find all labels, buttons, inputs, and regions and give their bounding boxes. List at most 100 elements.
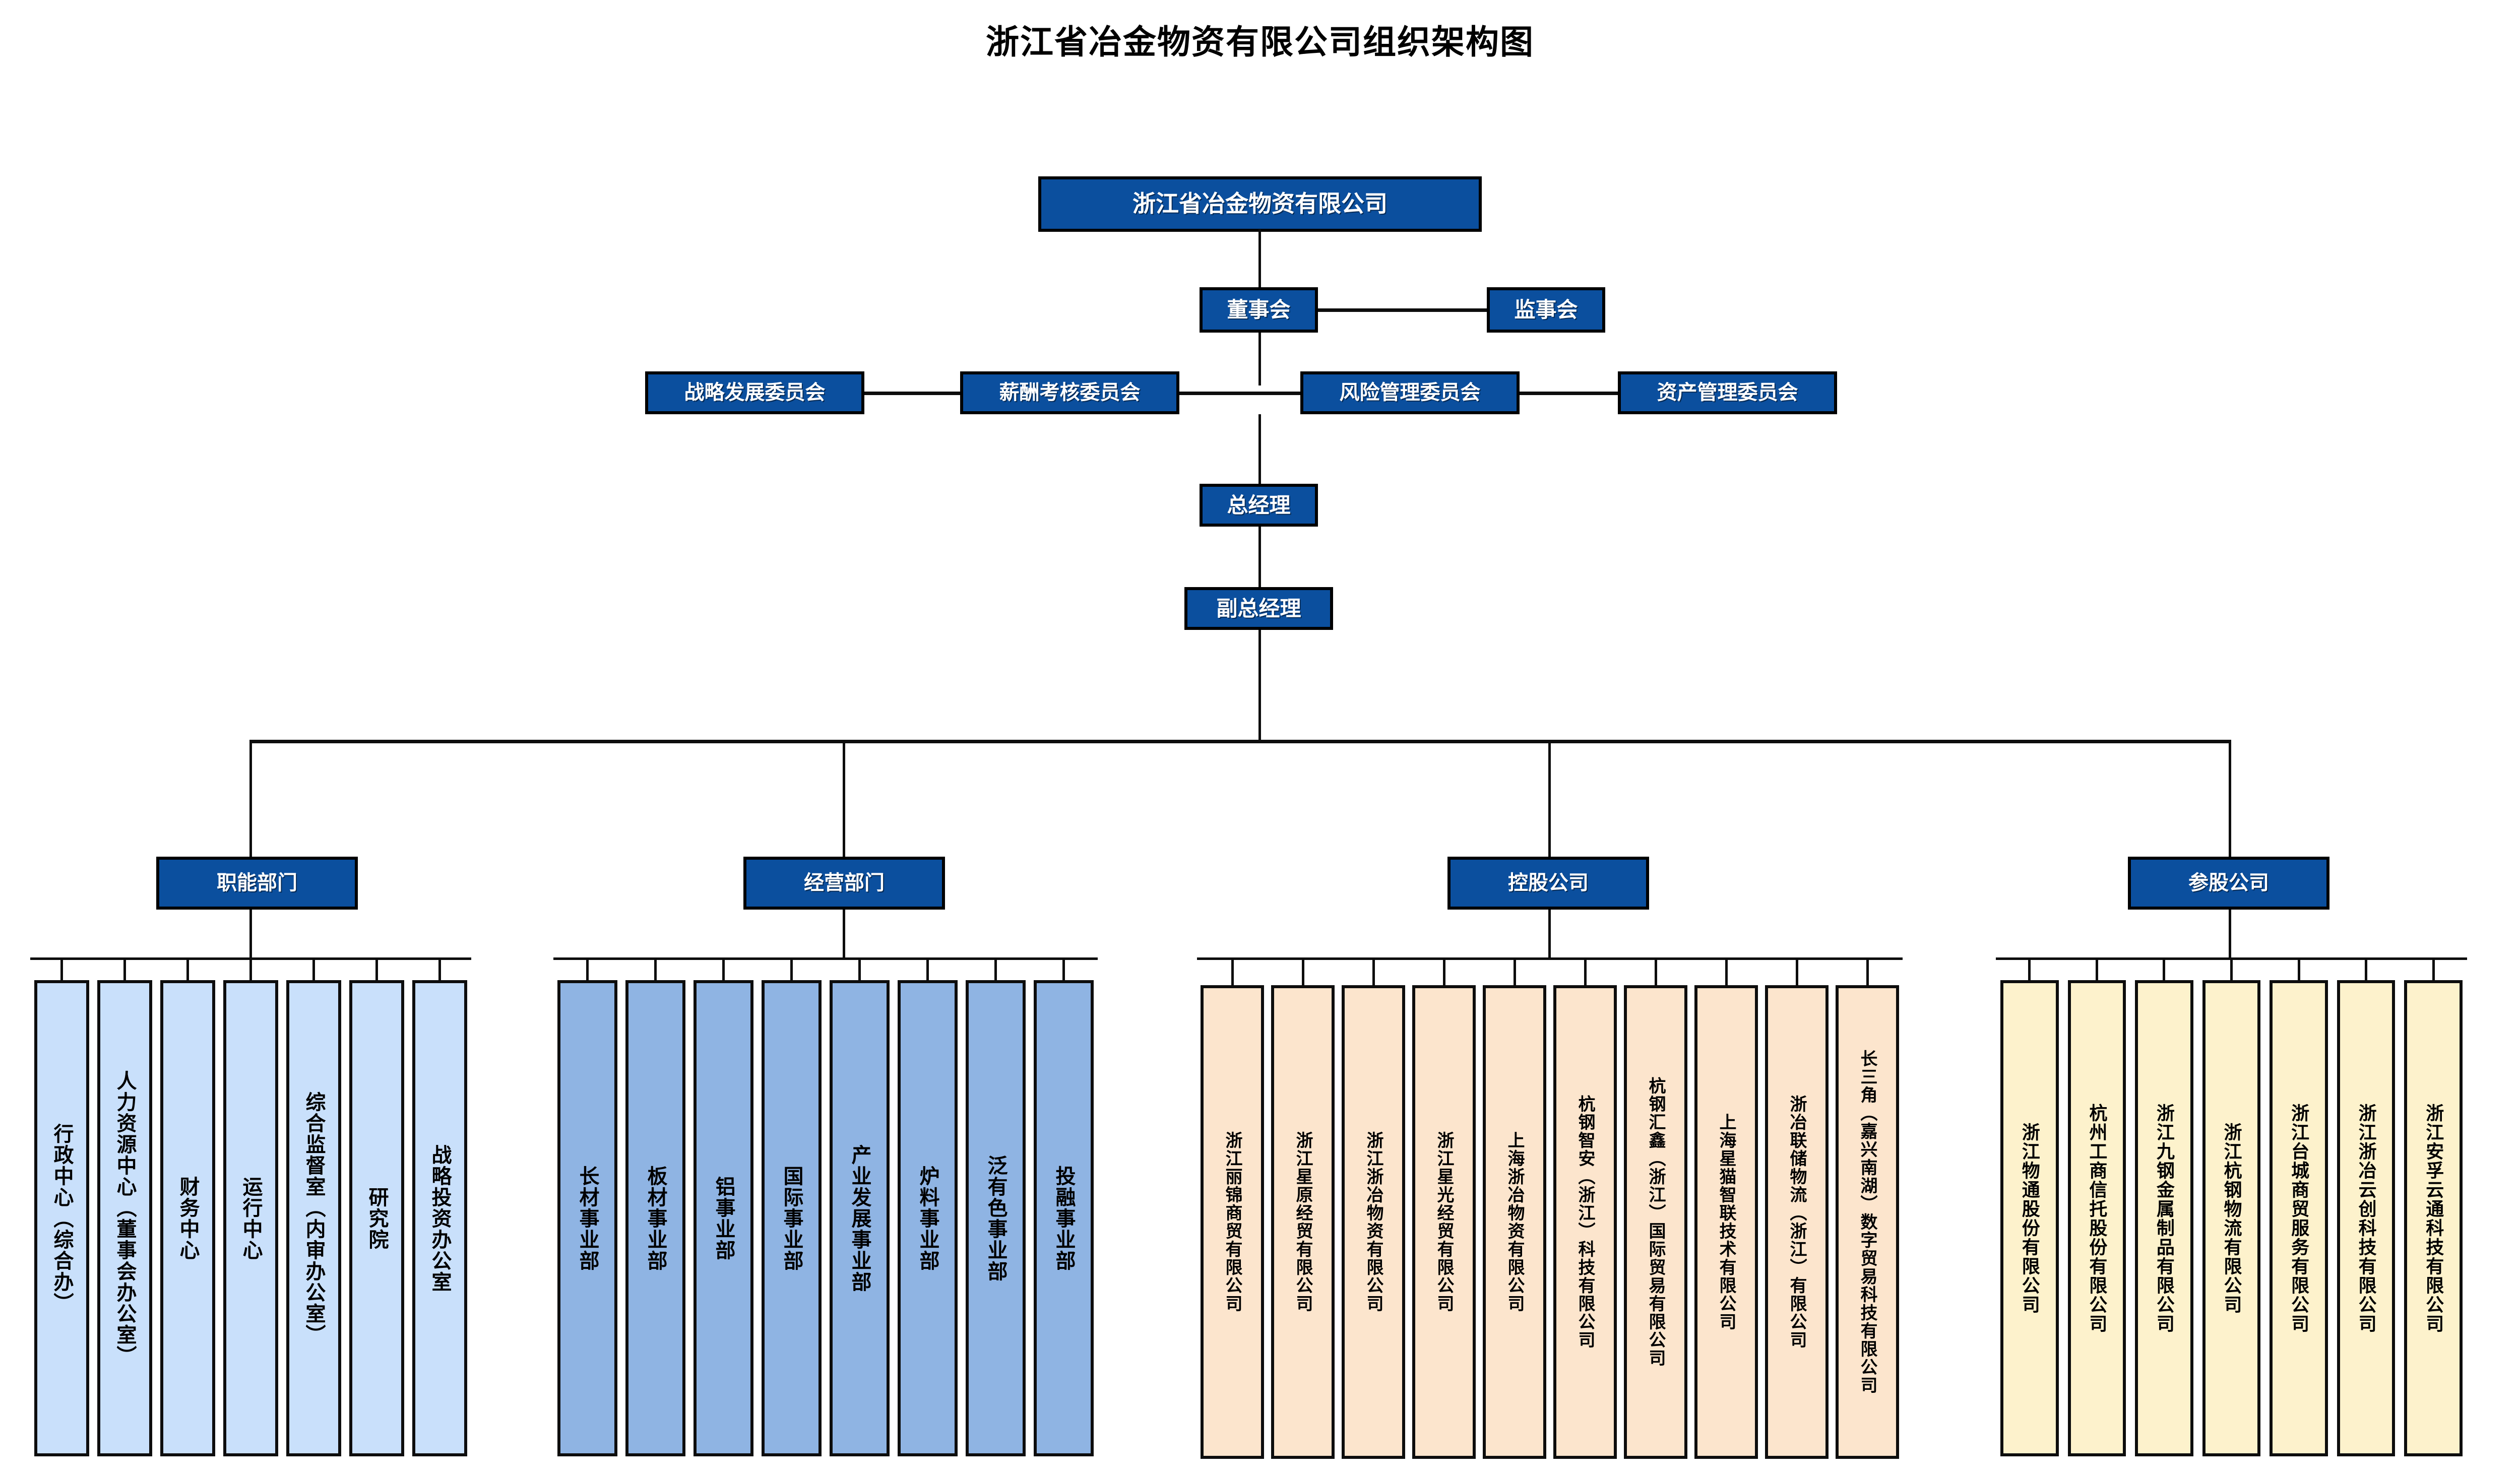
connector-main-bus <box>249 740 2230 743</box>
connector-participating-1 <box>2095 957 2098 980</box>
leaf-business-6-label: 泛有色事业部 <box>984 1154 1007 1282</box>
leaf-holding-7-label: 上海星猫智联技术有限公司 <box>1717 1113 1736 1331</box>
node-general-manager[interactable]: 总经理 <box>1200 484 1318 527</box>
leaf-participating-5[interactable]: 浙江浙冶云创科技有限公司 <box>2337 980 2396 1456</box>
leaf-holding-2[interactable]: 浙江浙冶物资有限公司 <box>1342 985 1405 1459</box>
leaf-holding-8-label: 浙冶联储物流（浙江）有限公司 <box>1787 1095 1806 1349</box>
leaf-functional-0[interactable]: 行政中心（综合办） <box>34 980 89 1456</box>
leaf-holding-0-label: 浙江丽锦商贸有限公司 <box>1223 1131 1242 1313</box>
leaf-participating-2-label: 浙江九钢金属制品有限公司 <box>2154 1103 2175 1333</box>
leaf-holding-3[interactable]: 浙江星光经贸有限公司 <box>1412 985 1476 1459</box>
node-general-manager-label: 总经理 <box>1227 493 1291 517</box>
leaf-participating-6[interactable]: 浙江安孚云通科技有限公司 <box>2404 980 2463 1456</box>
leaf-holding-1-label: 浙江星原经贸有限公司 <box>1293 1131 1312 1313</box>
leaf-participating-3[interactable]: 浙江杭钢物流有限公司 <box>2202 980 2261 1456</box>
connector-group-3-bus <box>2229 910 2231 960</box>
leaf-participating-6-label: 浙江安孚云通科技有限公司 <box>2423 1103 2444 1333</box>
leaf-business-7-label: 投融事业部 <box>1052 1165 1075 1271</box>
leaf-business-2-label: 铝事业部 <box>712 1176 735 1261</box>
bus-holding <box>1197 957 1903 960</box>
leaf-participating-0-label: 浙江物通股份有限公司 <box>2019 1122 2040 1314</box>
connector-board-supervisory <box>1318 308 1487 312</box>
connector-group-1-bus <box>843 910 845 960</box>
leaf-business-1[interactable]: 板材事业部 <box>625 980 685 1456</box>
group-header-participating[interactable]: 参股公司 <box>2128 857 2329 910</box>
leaf-functional-0-label: 行政中心（综合办） <box>50 1123 73 1314</box>
leaf-holding-9[interactable]: 长三角（嘉兴南湖）数字贸易科技有限公司 <box>1836 985 1899 1459</box>
leaf-functional-4[interactable]: 综合监督室（内审办公室） <box>286 980 341 1456</box>
leaf-holding-8[interactable]: 浙冶联储物流（浙江）有限公司 <box>1765 985 1829 1459</box>
group-header-holding[interactable]: 控股公司 <box>1447 857 1649 910</box>
connector-participating-5 <box>2365 957 2368 980</box>
connector-functional-0 <box>60 957 63 980</box>
node-board[interactable]: 董事会 <box>1200 287 1318 333</box>
leaf-holding-5[interactable]: 杭钢智安（浙江）科技有限公司 <box>1553 985 1617 1459</box>
node-company[interactable]: 浙江省冶金物资有限公司 <box>1038 176 1482 232</box>
leaf-functional-2-label: 财务中心 <box>176 1176 199 1261</box>
group-header-participating-label: 参股公司 <box>2188 872 2269 894</box>
leaf-participating-2[interactable]: 浙江九钢金属制品有限公司 <box>2135 980 2193 1456</box>
node-committee-2[interactable]: 风险管理委员会 <box>1300 371 1520 414</box>
leaf-business-2[interactable]: 铝事业部 <box>694 980 753 1456</box>
leaf-functional-4-label: 综合监督室（内审办公室） <box>302 1091 325 1345</box>
leaf-holding-0[interactable]: 浙江丽锦商贸有限公司 <box>1201 985 1264 1459</box>
node-committee-1[interactable]: 薪酬考核委员会 <box>960 371 1179 414</box>
connector-business-4 <box>858 957 861 980</box>
node-committee-0[interactable]: 战略发展委员会 <box>645 371 864 414</box>
leaf-functional-6-label: 战略投资办公室 <box>428 1144 451 1293</box>
connector-business-3 <box>790 957 793 980</box>
leaf-holding-2-label: 浙江浙冶物资有限公司 <box>1364 1131 1383 1313</box>
node-supervisory-board[interactable]: 监事会 <box>1487 287 1605 333</box>
leaf-business-5[interactable]: 炉料事业部 <box>898 980 958 1456</box>
connector-dgm-bus <box>1258 630 1261 742</box>
connector-holding-6 <box>1654 957 1657 985</box>
leaf-holding-6[interactable]: 杭钢汇鑫（浙江）国际贸易有限公司 <box>1624 985 1687 1459</box>
connector-bus-group-3 <box>2229 740 2231 857</box>
leaf-functional-2[interactable]: 财务中心 <box>160 980 215 1456</box>
leaf-functional-1[interactable]: 人力资源中心（董事会办公室） <box>97 980 152 1456</box>
node-committee-3[interactable]: 资产管理委员会 <box>1618 371 1837 414</box>
leaf-functional-5-label: 研究院 <box>365 1186 388 1250</box>
leaf-holding-3-label: 浙江星光经贸有限公司 <box>1434 1131 1454 1313</box>
leaf-participating-3-label: 浙江杭钢物流有限公司 <box>2221 1122 2242 1314</box>
group-header-business[interactable]: 经营部门 <box>743 857 945 910</box>
leaf-business-1-label: 板材事业部 <box>644 1165 667 1271</box>
leaf-business-0-label: 长材事业部 <box>576 1165 599 1271</box>
node-company-label: 浙江省冶金物资有限公司 <box>1132 190 1388 217</box>
node-supervisory-board-label: 监事会 <box>1514 298 1578 322</box>
leaf-business-0[interactable]: 长材事业部 <box>557 980 617 1456</box>
leaf-holding-5-label: 杭钢智安（浙江）科技有限公司 <box>1576 1095 1595 1349</box>
leaf-holding-9-label: 长三角（嘉兴南湖）数字贸易科技有限公司 <box>1858 1050 1877 1394</box>
leaf-business-4-label: 产业发展事业部 <box>848 1144 871 1293</box>
bus-business <box>553 957 1098 960</box>
node-committee-1-label: 薪酬考核委员会 <box>999 381 1141 404</box>
group-header-functional[interactable]: 职能部门 <box>156 857 358 910</box>
leaf-participating-1[interactable]: 杭州工商信托股份有限公司 <box>2067 980 2126 1456</box>
connector-committee-1-2 <box>1179 392 1300 395</box>
leaf-business-7[interactable]: 投融事业部 <box>1034 980 1094 1456</box>
connector-group-2-bus <box>1548 910 1551 960</box>
leaf-participating-4[interactable]: 浙江台城商贸服务有限公司 <box>2270 980 2328 1456</box>
leaf-holding-4[interactable]: 上海浙冶物资有限公司 <box>1483 985 1546 1459</box>
leaf-business-4[interactable]: 产业发展事业部 <box>830 980 890 1456</box>
connector-holding-9 <box>1866 957 1869 985</box>
leaf-functional-5[interactable]: 研究院 <box>349 980 404 1456</box>
leaf-holding-1[interactable]: 浙江星原经贸有限公司 <box>1271 985 1335 1459</box>
leaf-business-6[interactable]: 泛有色事业部 <box>966 980 1026 1456</box>
node-deputy-general-manager[interactable]: 副总经理 <box>1184 587 1333 630</box>
page-title: 浙江省冶金物资有限公司组织架构图 <box>986 23 1534 60</box>
connector-participating-0 <box>2028 957 2031 980</box>
connector-business-2 <box>722 957 725 980</box>
connector-holding-7 <box>1725 957 1728 985</box>
connector-board-committees <box>1258 333 1261 386</box>
connector-functional-2 <box>186 957 189 980</box>
leaf-functional-3[interactable]: 运行中心 <box>223 980 278 1456</box>
leaf-participating-0[interactable]: 浙江物通股份有限公司 <box>2000 980 2059 1456</box>
leaf-participating-1-label: 杭州工商信托股份有限公司 <box>2087 1103 2108 1333</box>
leaf-holding-7[interactable]: 上海星猫智联技术有限公司 <box>1694 985 1758 1459</box>
leaf-business-3[interactable]: 国际事业部 <box>762 980 822 1456</box>
connector-functional-1 <box>123 957 126 980</box>
connector-business-0 <box>586 957 589 980</box>
leaf-functional-6[interactable]: 战略投资办公室 <box>412 980 467 1456</box>
connector-gm-dgm <box>1258 527 1261 587</box>
